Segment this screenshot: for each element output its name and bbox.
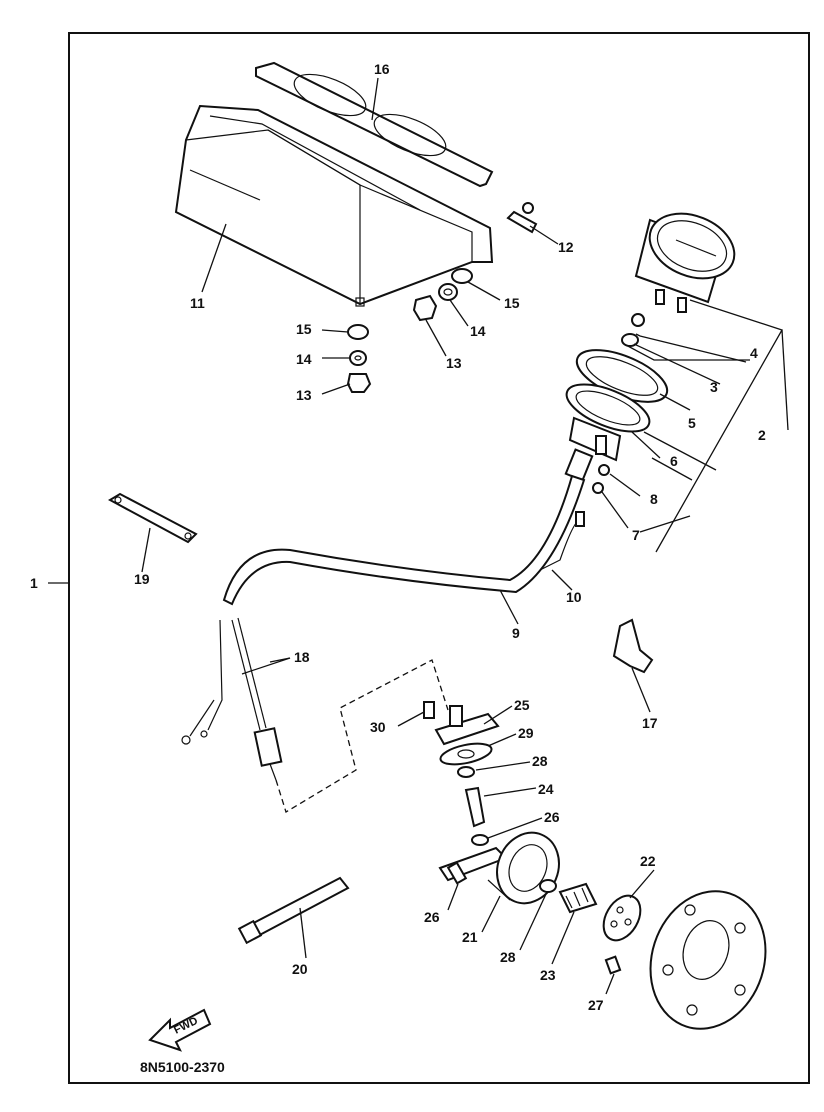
label-29: 29	[518, 725, 534, 741]
wheel-hub	[649, 890, 767, 1030]
label-5: 5	[688, 415, 696, 431]
label-25: 25	[514, 697, 530, 713]
leader-lines	[141, 77, 789, 995]
label-11: 11	[190, 295, 205, 311]
diagram-frame	[68, 32, 810, 1084]
screw-part-12	[506, 202, 538, 234]
bracket-part-17	[612, 618, 654, 674]
label-26b: 26	[424, 909, 440, 925]
nut-stack-upper	[412, 268, 473, 322]
nut-stack-left	[346, 324, 372, 393]
label-16: 16	[374, 61, 390, 77]
label-20: 20	[292, 961, 308, 977]
label-26a: 26	[544, 809, 560, 825]
gasket-part-16	[255, 61, 494, 188]
label-10: 10	[566, 589, 582, 605]
label-23: 23	[540, 967, 556, 983]
drive-gear-part-23	[558, 882, 598, 914]
label-15a: 15	[296, 321, 312, 337]
label-24: 24	[538, 781, 554, 797]
socket-parts-3-4	[621, 313, 645, 347]
gear-housing-part-21	[438, 831, 560, 905]
label-12: 12	[558, 239, 574, 255]
meter-housing-5-6	[565, 349, 669, 494]
strap-part-19	[107, 492, 198, 544]
label-9: 9	[512, 625, 520, 641]
label-17: 17	[642, 715, 658, 731]
label-8: 8	[650, 491, 658, 507]
label-27: 27	[588, 997, 604, 1013]
label-18: 18	[294, 649, 310, 665]
meter-cover-part-11	[174, 104, 494, 307]
label-28a: 28	[532, 753, 548, 769]
label-2: 2	[758, 427, 766, 443]
diagram-code: 8N5100-2370	[140, 1059, 225, 1075]
label-4: 4	[750, 345, 758, 361]
gear-unit-upper	[423, 701, 500, 846]
callout-labels: 16 11 12 15 14 13 15 14 13 4 3 5 2 6 8 7…	[30, 61, 766, 1013]
gear-part-22	[602, 894, 642, 942]
label-15b: 15	[504, 295, 520, 311]
label-7: 7	[632, 527, 640, 543]
cable-lower	[231, 617, 291, 781]
label-28b: 28	[500, 949, 516, 965]
label-22: 22	[640, 853, 656, 869]
label-3: 3	[710, 379, 718, 395]
label-13a: 13	[296, 387, 312, 403]
band-part-20	[237, 876, 350, 945]
label-30: 30	[370, 719, 386, 735]
label-1: 1	[30, 575, 38, 591]
label-21: 21	[462, 929, 478, 945]
speedometer-gauge	[634, 212, 736, 313]
label-13b: 13	[446, 355, 462, 371]
label-14a: 14	[296, 351, 312, 367]
screw-part-27	[604, 955, 622, 975]
label-14b: 14	[470, 323, 486, 339]
forward-arrow: FWD	[148, 1008, 212, 1052]
label-6: 6	[670, 453, 678, 469]
meter-cable-9-10	[181, 448, 594, 745]
label-19: 19	[134, 571, 150, 587]
